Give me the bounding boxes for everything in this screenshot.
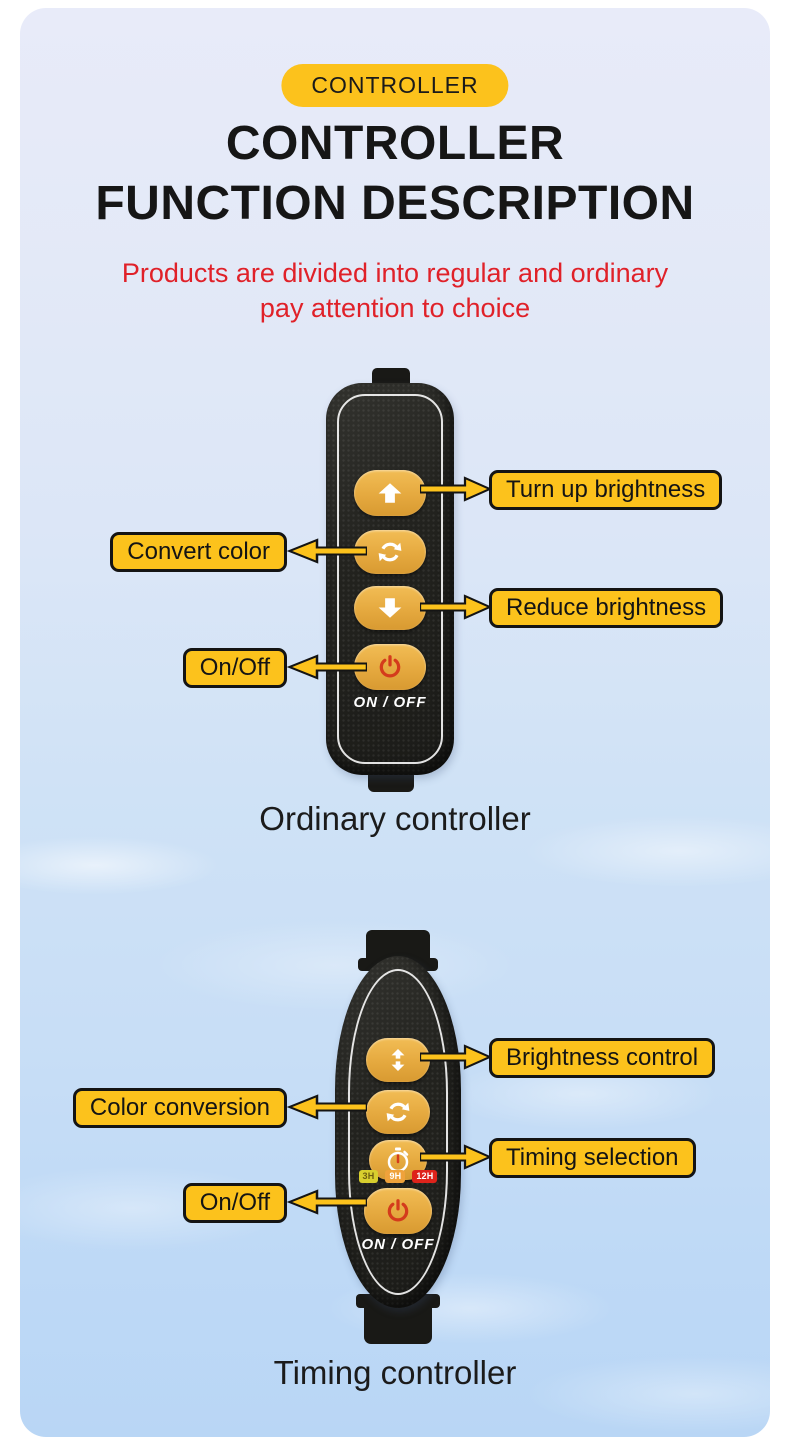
remote1-top-knob bbox=[372, 368, 410, 386]
ordinary-controller-caption: Ordinary controller bbox=[259, 800, 531, 837]
page-title-line2: FUNCTION DESCRIPTION bbox=[95, 176, 695, 230]
power-icon bbox=[377, 654, 403, 680]
callout-timing-selection: Timing selection bbox=[489, 1138, 696, 1178]
arrow-right-icon bbox=[420, 594, 492, 620]
callout-on-off: On/Off bbox=[182, 648, 287, 688]
callout-brightness-control: Brightness control bbox=[489, 1038, 716, 1078]
page-title: CONTROLLER FUNCTION DESCRIPTION bbox=[20, 114, 770, 233]
page-subtitle: Products are divided into regular and or… bbox=[20, 256, 770, 326]
timing-controller-image bbox=[335, 956, 461, 1308]
down-arrow-icon bbox=[377, 597, 403, 619]
timer-duration-badges: 3H 9H 12H bbox=[335, 1170, 461, 1183]
timer-badge-9h: 9H bbox=[385, 1170, 406, 1183]
up-arrow-icon bbox=[377, 482, 403, 504]
arrow-right-icon bbox=[420, 1044, 492, 1070]
callout-turn-up-brightness: Turn up brightness bbox=[489, 470, 723, 510]
infographic-card: CONTROLLER CONTROLLER FUNCTION DESCRIPTI… bbox=[20, 8, 770, 1437]
callout-color-conversion: Color conversion bbox=[72, 1088, 287, 1128]
color-conversion-button bbox=[366, 1090, 430, 1134]
power-button bbox=[364, 1188, 432, 1234]
arrow-right-icon bbox=[420, 476, 492, 502]
timing-controller-caption: Timing controller bbox=[273, 1354, 517, 1391]
timer-badge-3h: 3H bbox=[358, 1170, 379, 1183]
brightness-up-button bbox=[354, 470, 426, 516]
callout-on-off: On/Off bbox=[182, 1183, 287, 1223]
up-down-arrows-icon bbox=[387, 1047, 409, 1073]
on-off-print-label: ON / OFF bbox=[361, 1236, 435, 1253]
arrow-left-icon bbox=[287, 1094, 367, 1120]
page-title-line1: CONTROLLER bbox=[225, 117, 565, 170]
callout-convert-color: Convert color bbox=[110, 532, 287, 572]
arrow-left-icon bbox=[287, 1189, 367, 1215]
callout-reduce-brightness: Reduce brightness bbox=[489, 588, 724, 628]
power-icon bbox=[385, 1198, 411, 1224]
brightness-down-button bbox=[354, 586, 426, 630]
arrow-left-icon bbox=[287, 538, 367, 564]
controller-badge: CONTROLLER bbox=[281, 64, 509, 107]
page-subtitle-line2: pay attention to choice bbox=[259, 293, 531, 324]
remote2-bottom-connector bbox=[364, 1302, 432, 1344]
page-subtitle-line1: Products are divided into regular and or… bbox=[121, 258, 669, 288]
cycle-arrows-icon bbox=[385, 1099, 411, 1125]
remote1-bottom-knob bbox=[368, 772, 414, 792]
cycle-arrows-icon bbox=[377, 539, 403, 565]
arrow-left-icon bbox=[287, 654, 367, 680]
ordinary-controller-image bbox=[326, 383, 454, 775]
on-off-print-label: ON / OFF bbox=[353, 694, 427, 711]
arrow-right-icon bbox=[420, 1144, 492, 1170]
timer-badge-12h: 12H bbox=[412, 1170, 438, 1183]
